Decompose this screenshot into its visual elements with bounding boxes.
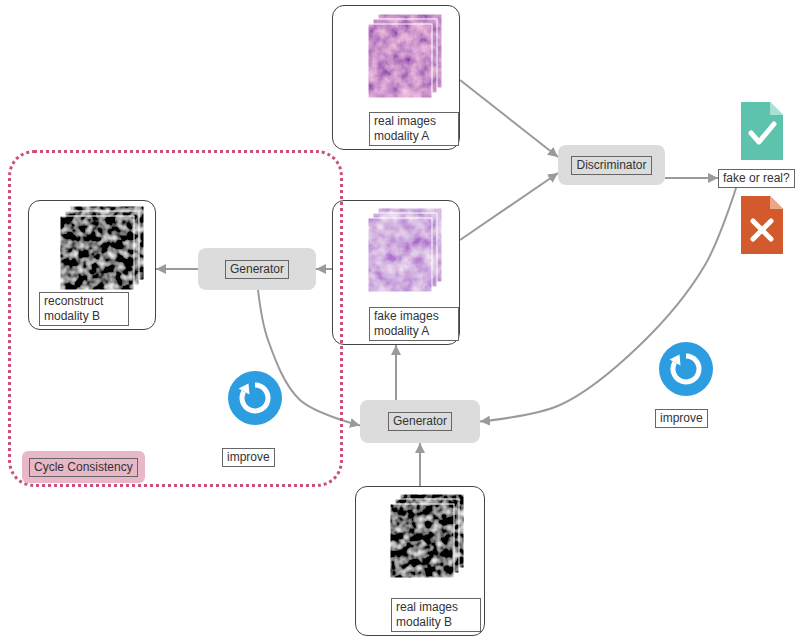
image-edge (368, 218, 432, 292)
box-label: fake or real? (718, 169, 795, 188)
icon-circle (228, 371, 282, 425)
connector-arrow (460, 173, 558, 240)
refresh-head (239, 384, 250, 395)
improve-label: improve (655, 408, 708, 428)
box-label: improve (222, 448, 275, 467)
box-label: improve (655, 409, 708, 428)
cross-mark (753, 221, 771, 239)
generator-box: Generator (360, 400, 480, 443)
connector-arrow (395, 345, 397, 400)
box-label: real images modality B (391, 598, 481, 632)
connector-arrow (665, 177, 718, 179)
discriminator-box: Discriminator (558, 145, 665, 185)
document-shape (741, 102, 783, 160)
image-box: reconstruct modality B (28, 200, 156, 330)
image-stack (390, 494, 464, 578)
box-label: reconstruct modality B (39, 292, 129, 326)
box-label: Cycle Consistency (29, 458, 138, 477)
connector-arrow (480, 188, 736, 422)
icon-circle (659, 342, 713, 396)
modality-b-image (60, 216, 134, 290)
refresh-head (670, 355, 681, 366)
box-title: Discriminator (571, 156, 651, 175)
image-box: real images modality A (332, 5, 460, 150)
connector-arrow (460, 80, 558, 157)
generator-box: Generator (198, 248, 316, 290)
box-label: real images modality A (369, 112, 459, 146)
image-edge (368, 24, 432, 98)
image-stack (60, 206, 144, 290)
box-title: Generator (225, 260, 289, 279)
box-label: fake images modality A (369, 307, 459, 341)
connector-arrow (316, 268, 332, 270)
image-box: real images modality B (355, 486, 485, 636)
fake-histology-image (368, 218, 432, 292)
check-mark (751, 124, 774, 142)
connector-arrow (419, 443, 421, 486)
real-document-icon (741, 102, 783, 160)
fake-document-icon (741, 196, 783, 254)
image-box: fake images modality A (332, 200, 460, 345)
document-shape (741, 196, 783, 254)
histology-image (368, 24, 432, 98)
image-edge (390, 504, 454, 578)
region-label-patch: Cycle Consistency (22, 451, 145, 483)
box-title: Generator (388, 412, 452, 431)
modality-b-image (390, 504, 454, 578)
output-label: fake or real? (718, 168, 795, 188)
refresh-icon (659, 342, 713, 396)
connector-arrow (258, 290, 360, 426)
improve-label: improve (222, 447, 275, 467)
document-fold (770, 102, 783, 115)
connector-arrow (156, 268, 198, 270)
cross-mark (753, 221, 771, 239)
image-stack (368, 208, 442, 292)
cycle-region: reconstruct modality B Generator improveCy… (8, 150, 343, 487)
document-fold (770, 196, 783, 209)
image-edge (60, 216, 134, 290)
refresh-icon (228, 371, 282, 425)
image-stack (368, 14, 442, 98)
